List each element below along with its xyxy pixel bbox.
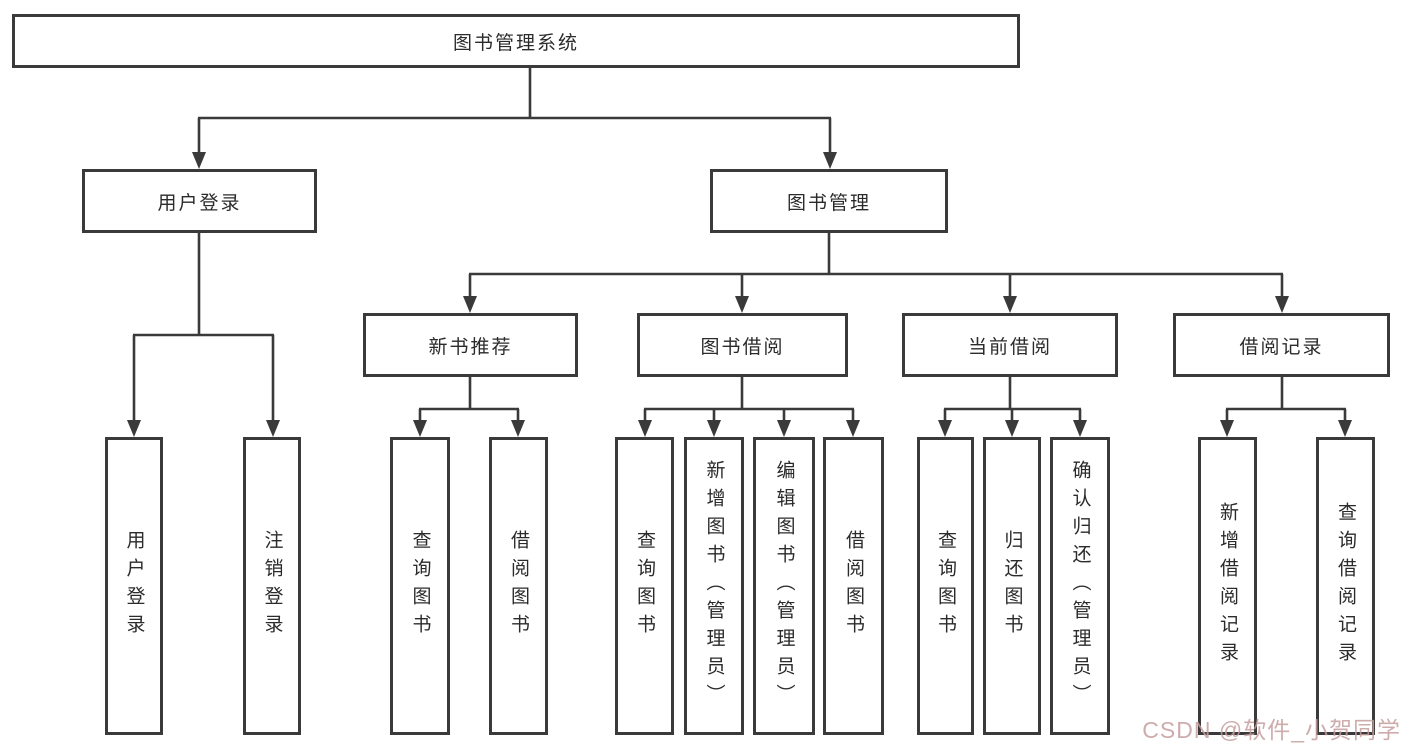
arrow-down-icon <box>938 420 952 437</box>
leaf-label: 确认归还（管理员） <box>1069 460 1091 712</box>
leaf-borrow-books: 借阅图书 <box>823 437 884 735</box>
arrow-down-icon <box>413 420 427 437</box>
node-borrow-records: 借阅记录 <box>1173 313 1390 377</box>
node-book-borrow: 图书借阅 <box>637 313 848 377</box>
leaf-label: 注销登录 <box>261 530 283 642</box>
connector-current-borrow <box>943 377 1082 424</box>
arrow-down-icon <box>638 420 652 437</box>
connector-book-management <box>468 233 1284 299</box>
leaf-label: 借阅图书 <box>508 530 529 642</box>
leaf-query-books: 查询图书 <box>917 437 974 735</box>
node-book-management: 图书管理 <box>710 169 948 233</box>
leaf-edit-books-admin: 编辑图书（管理员） <box>753 437 815 735</box>
leaf-label: 新增图书（管理员） <box>703 460 725 712</box>
leaf-add-borrow-record: 新增借阅记录 <box>1198 437 1257 735</box>
arrow-down-icon <box>823 152 837 169</box>
leaf-label: 用户登录 <box>123 530 145 642</box>
leaf-return-books: 归还图书 <box>983 437 1041 735</box>
connector-new-book-recommend <box>418 377 520 424</box>
leaf-logout: 注销登录 <box>243 437 301 735</box>
node-user-login: 用户登录 <box>82 169 317 233</box>
node-new-book-recommend: 新书推荐 <box>363 313 578 377</box>
arrow-down-icon <box>735 296 749 313</box>
leaf-label: 查询图书 <box>935 530 956 642</box>
leaf-query-borrow-record: 查询借阅记录 <box>1316 437 1375 735</box>
arrow-down-icon <box>266 420 280 437</box>
leaf-label: 编辑图书（管理员） <box>773 460 795 712</box>
node-current-borrow: 当前借阅 <box>902 313 1118 377</box>
connector-user-login <box>132 233 275 424</box>
leaf-user-login: 用户登录 <box>105 437 163 735</box>
arrow-down-icon <box>846 420 860 437</box>
leaf-label: 查询图书 <box>634 530 655 642</box>
arrow-down-icon <box>1073 420 1087 437</box>
leaf-borrow-books: 借阅图书 <box>489 437 548 735</box>
arrow-down-icon <box>1338 420 1352 437</box>
connector-borrow-records <box>1225 377 1347 424</box>
leaf-query-books: 查询图书 <box>390 437 450 735</box>
leaf-label: 查询借阅记录 <box>1335 502 1356 670</box>
leaf-add-books-admin: 新增图书（管理员） <box>684 437 744 735</box>
node-root: 图书管理系统 <box>12 14 1020 68</box>
arrow-down-icon <box>463 296 477 313</box>
connector-book-borrow <box>643 377 855 424</box>
arrow-down-icon <box>1275 296 1289 313</box>
leaf-label: 借阅图书 <box>843 530 864 642</box>
connector-root <box>197 68 832 155</box>
leaf-label: 查询图书 <box>409 530 431 642</box>
arrow-down-icon <box>1220 420 1234 437</box>
arrow-down-icon <box>1005 420 1019 437</box>
leaf-query-books: 查询图书 <box>615 437 674 735</box>
arrow-down-icon <box>777 420 791 437</box>
arrow-down-icon <box>707 420 721 437</box>
arrow-down-icon <box>1003 296 1017 313</box>
arrow-down-icon <box>127 420 141 437</box>
arrow-down-icon <box>511 420 525 437</box>
arrow-down-icon <box>192 152 206 169</box>
leaf-label: 归还图书 <box>1001 530 1023 642</box>
leaf-label: 新增借阅记录 <box>1217 502 1238 670</box>
leaf-confirm-return-admin: 确认归还（管理员） <box>1050 437 1110 735</box>
